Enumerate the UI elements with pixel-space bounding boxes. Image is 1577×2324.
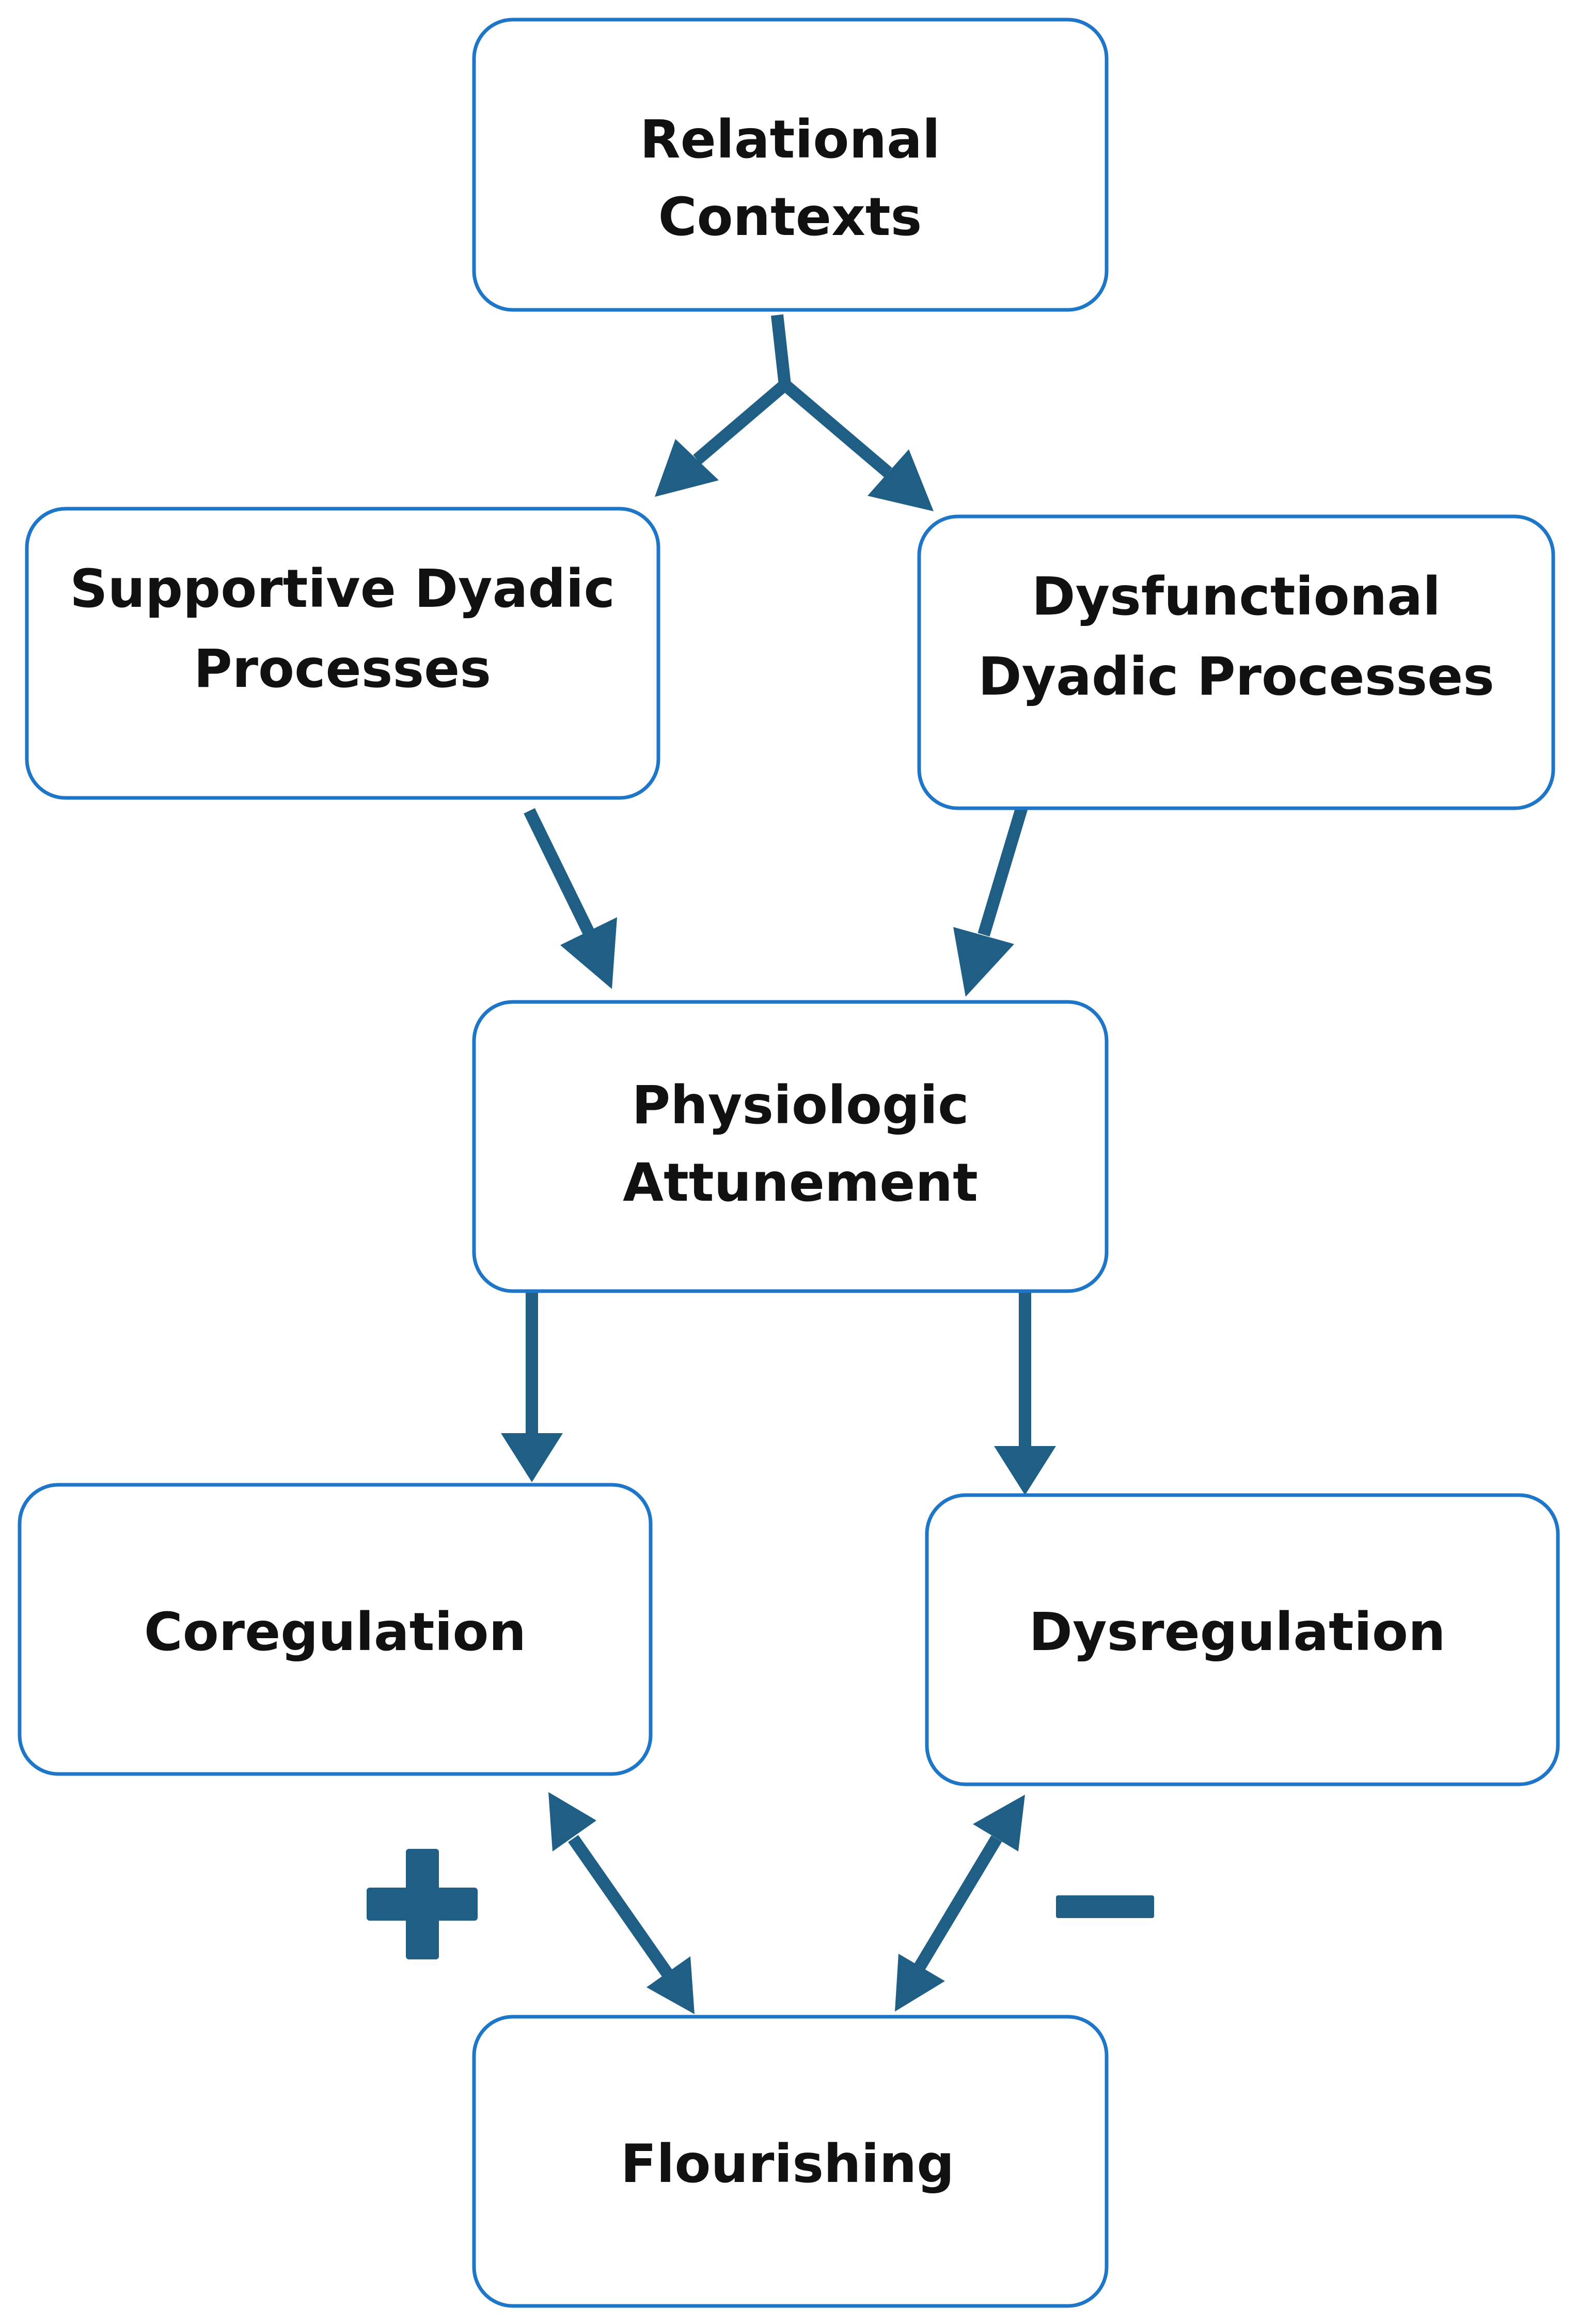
node-supportive-dyadic-processes: Supportive Dyadic Processes (25, 507, 660, 800)
node-dysfunctional-dyadic-processes: Dysfunctional Dyadic Processes (917, 514, 1555, 810)
node-dysregulation: Dysregulation (925, 1493, 1560, 1786)
arrow-attunement-to-coregulation (501, 1291, 563, 1482)
dysfunctional-line2: Dyadic Processes (978, 646, 1494, 708)
positive-sign-text: + (418, 1911, 427, 1924)
node-flourishing: Flourishing (472, 2015, 1109, 2308)
positive-sign: + (367, 1849, 478, 1959)
attunement-line1: Physiologic (632, 1075, 969, 1136)
node-physiologic-attunement: Physiologic Attunement (472, 1000, 1109, 1293)
flourishing-label: Flourishing (621, 2133, 955, 2195)
arrow-coregulation-flourishing (548, 1792, 695, 2014)
arrow-supportive-to-attunement (524, 808, 617, 989)
coregulation-label: Coregulation (144, 1601, 526, 1663)
relational-contexts-line1: Relational (640, 109, 940, 170)
arrow-dysfunctional-to-attunement (953, 804, 1029, 997)
arrow-contexts-to-split (771, 314, 791, 386)
arrow-dysregulation-flourishing (895, 1795, 1025, 2012)
dysfunctional-line1: Dysfunctional (1032, 566, 1441, 627)
node-coregulation: Coregulation (18, 1483, 653, 1776)
attunement-line2: Attunement (623, 1152, 978, 1214)
supportive-line1: Supportive Dyadic (70, 558, 615, 620)
negative-sign-text: − (1101, 1901, 1110, 1913)
arrow-contexts-to-supportive (655, 380, 789, 497)
supportive-line2: Processes (194, 638, 491, 700)
node-relational-contexts: Relational Contexts (472, 18, 1109, 312)
arrow-attunement-to-dysregulation (994, 1291, 1056, 1495)
arrow-contexts-to-dysfunctional (781, 380, 934, 511)
dysregulation-label: Dysregulation (1029, 1601, 1445, 1663)
relational-contexts-line2: Contexts (658, 186, 922, 248)
negative-sign: − (1056, 1895, 1154, 1918)
